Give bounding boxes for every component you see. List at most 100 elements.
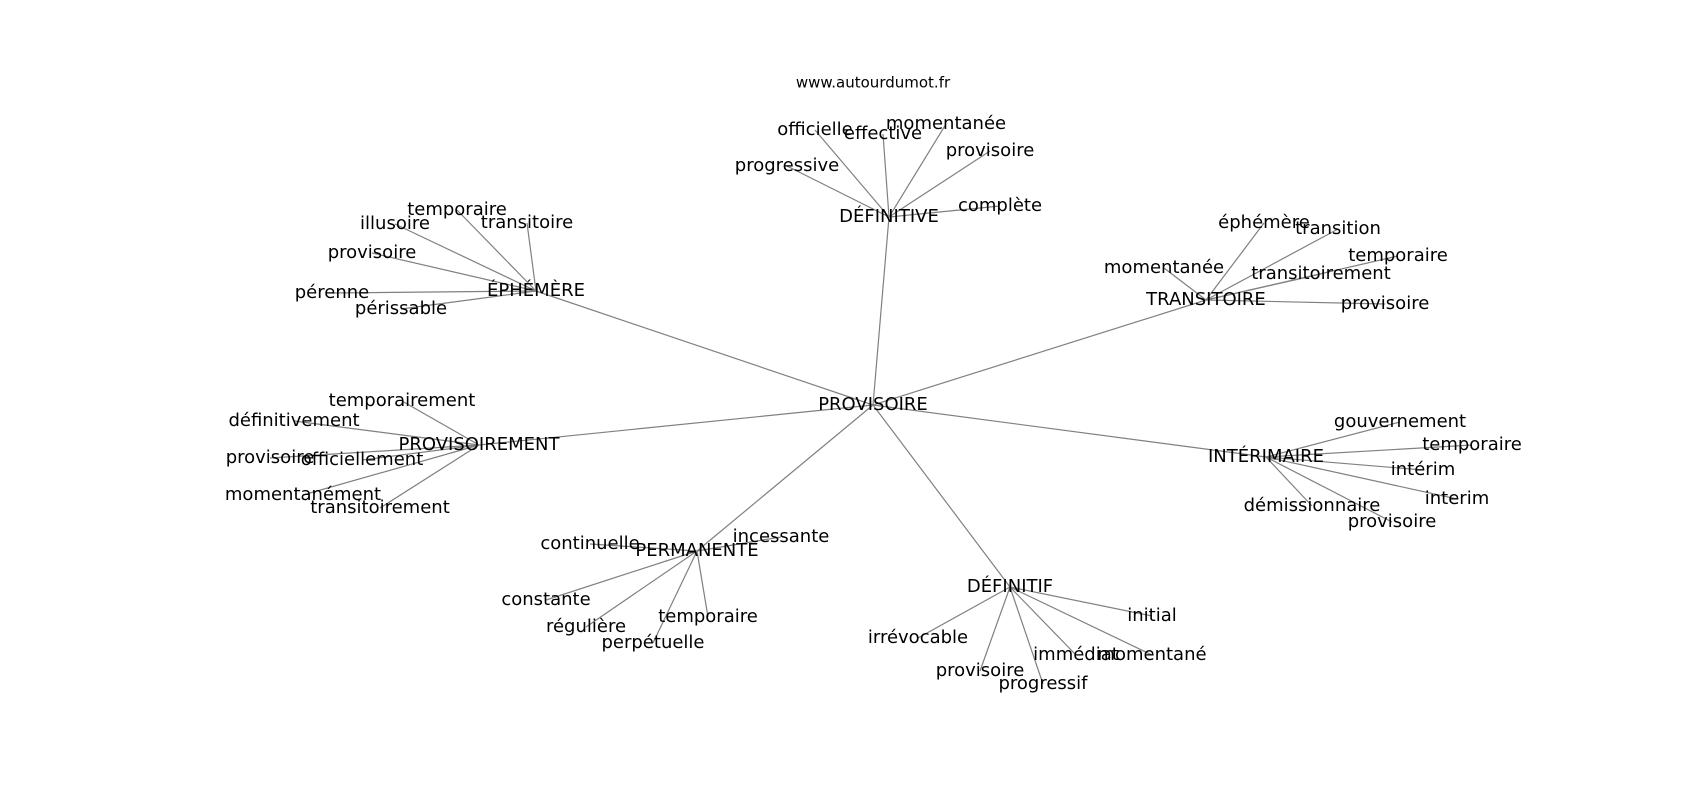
leaf-node-label[interactable]: intérim: [1391, 459, 1455, 480]
edge-hub-to-leaf: [888, 150, 991, 218]
edge-root-to-hub: [478, 404, 874, 446]
hub-node-label[interactable]: INTÉRIMAIRE: [1208, 445, 1324, 467]
edge-hub-to-leaf: [401, 400, 480, 446]
edge-hub-to-leaf: [394, 223, 537, 292]
leaf-node-label[interactable]: régulière: [546, 616, 626, 637]
leaf-node-label[interactable]: immédiat: [1033, 644, 1119, 665]
edge-hub-to-leaf: [696, 536, 782, 552]
edge-hub-to-leaf: [585, 550, 698, 628]
edge-hub-to-leaf: [1205, 228, 1339, 301]
edge-hub-to-leaf: [882, 133, 890, 218]
leaf-node-label[interactable]: provisoire: [328, 242, 417, 263]
leaf-node-label[interactable]: temporaire: [1422, 434, 1522, 455]
hub-node-label[interactable]: TRANSITOIRE: [1145, 289, 1266, 310]
edge-hub-to-leaf: [526, 222, 537, 292]
leaf-node-label[interactable]: momentanée: [886, 113, 1006, 134]
leaf-node-label[interactable]: provisoire: [1348, 511, 1437, 532]
leaf-node-label[interactable]: progressif: [998, 673, 1088, 694]
leaf-node-label[interactable]: définitivement: [228, 410, 359, 431]
root-node-label[interactable]: PROVISOIRE: [818, 394, 928, 415]
leaf-node-label[interactable]: gouvernement: [1334, 411, 1466, 432]
leaf-node-label[interactable]: continuelle: [540, 533, 639, 554]
edge-hub-to-leaf: [1265, 456, 1424, 471]
leaf-node-label[interactable]: initial: [1127, 605, 1177, 626]
edge-hub-to-leaf: [361, 444, 480, 461]
edge-hub-to-leaf: [696, 550, 709, 618]
hub-node-label[interactable]: PROVISOIREMENT: [399, 434, 561, 455]
leaf-node-label[interactable]: transitoire: [481, 212, 573, 233]
hub-node-label[interactable]: ÉPHÉMÈRE: [487, 279, 585, 301]
leaf-node-label[interactable]: officiellement: [301, 449, 424, 470]
edge-root-to-hub: [696, 404, 874, 552]
leaf-node-label[interactable]: transitoirement: [310, 497, 450, 518]
leaf-node-label[interactable]: temporaire: [658, 606, 758, 627]
leaf-node-label[interactable]: temporaire: [407, 199, 507, 220]
edge-hub-to-leaf: [1205, 222, 1265, 301]
hub-node-label[interactable]: DÉFINITIF: [967, 575, 1053, 597]
edge-hub-to-leaf: [589, 543, 698, 552]
edge-hub-to-leaf: [1265, 421, 1401, 458]
leaf-node-label[interactable]: incessante: [733, 526, 830, 547]
leaf-node-label[interactable]: momentanément: [225, 484, 381, 505]
edge-hub-to-leaf: [1265, 456, 1393, 523]
leaf-node-label[interactable]: éphémère: [1218, 212, 1310, 233]
leaf-node-label[interactable]: transitoirement: [1251, 263, 1391, 284]
edge-hub-to-leaf: [1265, 456, 1458, 500]
edge-hub-to-leaf: [400, 290, 537, 310]
edge-hub-to-leaf: [371, 252, 537, 292]
edge-hub-to-leaf: [1009, 586, 1077, 656]
edge-root-to-hub: [872, 216, 890, 406]
edge-hub-to-leaf: [1205, 299, 1386, 305]
leaf-node-label[interactable]: irrévocable: [868, 627, 968, 648]
leaf-node-label[interactable]: provisoire: [226, 447, 315, 468]
edge-hub-to-leaf: [456, 209, 537, 292]
edge-hub-to-leaf: [331, 290, 537, 294]
leaf-node-label[interactable]: provisoire: [936, 660, 1025, 681]
edge-hub-to-leaf: [1205, 273, 1322, 301]
edge-hub-to-leaf: [1009, 586, 1153, 617]
edge-hub-to-leaf: [1265, 456, 1313, 507]
edge-hub-to-leaf: [1163, 267, 1207, 301]
edge-hub-to-leaf: [1009, 586, 1153, 656]
graph-edges: [269, 123, 1473, 685]
edge-root-to-hub: [872, 404, 1267, 458]
edge-root-to-hub: [872, 404, 1011, 588]
edge-hub-to-leaf: [814, 129, 890, 218]
leaf-node-label[interactable]: effective: [844, 123, 922, 144]
edge-hub-to-leaf: [379, 444, 480, 509]
leaf-node-label[interactable]: périssable: [355, 298, 447, 319]
edge-hub-to-leaf: [269, 444, 480, 459]
edge-hub-to-leaf: [888, 123, 947, 218]
leaf-node-label[interactable]: officielle: [777, 119, 852, 140]
edge-hub-to-leaf: [293, 420, 480, 446]
edge-root-to-hub: [535, 290, 874, 406]
leaf-node-label[interactable]: complète: [958, 195, 1042, 216]
leaf-node-label[interactable]: momentané: [1097, 644, 1206, 665]
edge-hub-to-leaf: [545, 550, 698, 601]
hub-node-label[interactable]: PERMANENTE: [635, 540, 758, 561]
leaf-node-label[interactable]: temporairement: [329, 390, 476, 411]
leaf-node-label[interactable]: provisoire: [1341, 293, 1430, 314]
edge-hub-to-leaf: [979, 586, 1011, 672]
leaf-node-label[interactable]: perpétuelle: [601, 632, 704, 653]
edge-hub-to-leaf: [1265, 444, 1473, 458]
leaf-node-label[interactable]: provisoire: [946, 140, 1035, 161]
leaf-node-label[interactable]: constante: [501, 589, 590, 610]
leaf-node-label[interactable]: transition: [1295, 218, 1381, 239]
leaf-node-label[interactable]: pérenne: [295, 282, 369, 303]
edge-hub-to-leaf: [917, 586, 1011, 639]
leaf-node-label[interactable]: temporaire: [1348, 245, 1448, 266]
edge-hub-to-leaf: [888, 205, 1001, 218]
leaf-node-label[interactable]: interim: [1425, 488, 1489, 509]
edge-hub-to-leaf: [302, 444, 480, 496]
hub-node-label[interactable]: DÉFINITIVE: [839, 205, 939, 227]
leaf-node-label[interactable]: illusoire: [360, 213, 430, 234]
edge-hub-to-leaf: [652, 550, 698, 644]
site-watermark[interactable]: www.autourdumot.fr: [796, 74, 951, 92]
leaf-node-label[interactable]: progressive: [735, 155, 839, 176]
leaf-node-label[interactable]: démissionnaire: [1244, 495, 1381, 516]
graph-labels: www.autourdumot.fr PROVISOIRE DÉFINITIVE…: [225, 74, 1522, 695]
leaf-node-label[interactable]: momentanée: [1104, 257, 1224, 278]
